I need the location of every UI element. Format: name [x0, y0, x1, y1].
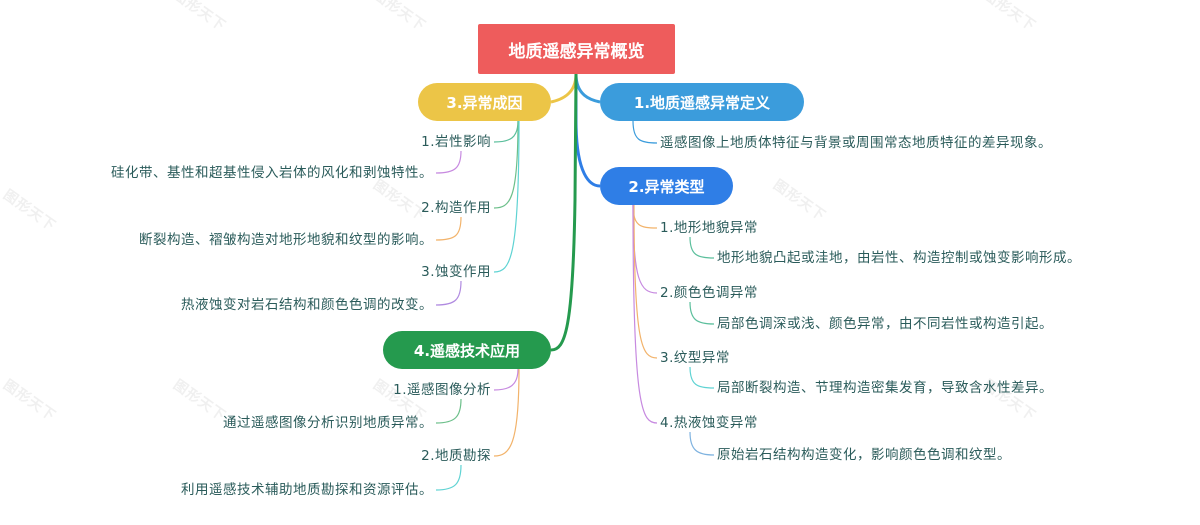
root-node[interactable]: 地质遥感异常概览: [478, 24, 675, 74]
branch-definition[interactable]: 1.地质遥感异常定义: [600, 83, 804, 121]
type-item-detail[interactable]: 局部色调深或浅、颜色异常，由不同岩性或构造引起。: [717, 316, 1053, 332]
type-item-label[interactable]: 1.地形地貌异常: [660, 220, 758, 236]
type-item-detail[interactable]: 地形地貌凸起或洼地，由岩性、构造控制或蚀变影响形成。: [717, 250, 1081, 266]
type-item-label[interactable]: 3.纹型异常: [660, 350, 730, 366]
definition-detail[interactable]: 遥感图像上地质体特征与背景或周围常态地质特征的差异现象。: [660, 135, 1052, 151]
cause-item-label[interactable]: 1.岩性影响: [421, 134, 491, 150]
application-item-detail[interactable]: 利用遥感技术辅助地质勘探和资源评估。: [181, 482, 433, 498]
type-item-detail[interactable]: 局部断裂构造、节理构造密集发育，导致含水性差异。: [717, 380, 1053, 396]
branch-types[interactable]: 2.异常类型: [600, 167, 733, 205]
application-item-label[interactable]: 2.地质勘探: [421, 448, 491, 464]
branch-applications[interactable]: 4.遥感技术应用: [383, 331, 551, 369]
application-item-label[interactable]: 1.遥感图像分析: [393, 382, 491, 398]
cause-item-detail[interactable]: 热液蚀变对岩石结构和颜色色调的改变。: [181, 297, 433, 313]
type-item-label[interactable]: 2.颜色色调异常: [660, 285, 758, 301]
cause-item-label[interactable]: 3.蚀变作用: [421, 264, 491, 280]
type-item-label[interactable]: 4.热液蚀变异常: [660, 415, 758, 431]
cause-item-detail[interactable]: 硅化带、基性和超基性侵入岩体的风化和剥蚀特性。: [111, 165, 433, 181]
branch-causes[interactable]: 3.异常成因: [418, 83, 551, 121]
cause-item-detail[interactable]: 断裂构造、褶皱构造对地形地貌和纹型的影响。: [139, 232, 433, 248]
type-item-detail[interactable]: 原始岩石结构构造变化，影响颜色色调和纹型。: [717, 447, 1011, 463]
application-item-detail[interactable]: 通过遥感图像分析识别地质异常。: [223, 415, 433, 431]
cause-item-label[interactable]: 2.构造作用: [421, 200, 491, 216]
